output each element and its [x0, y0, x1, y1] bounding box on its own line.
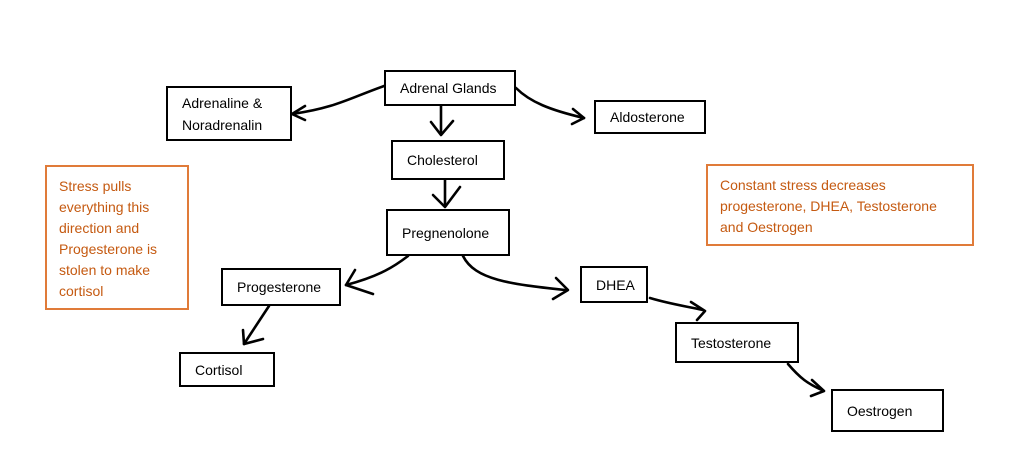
note-stress-pulls-text: Stress pulls everything this direction a…: [59, 178, 158, 299]
arrow-adrenal-to-aldosterone: [514, 86, 586, 120]
note-constant-stress: Constant stress decreases progesterone, …: [706, 164, 974, 246]
arrow-adrenal-to-aldosterone-head: [570, 107, 586, 126]
arrow-dhea-to-testosterone-head: [689, 300, 707, 322]
arrow-pregnenolone-to-progesterone-head: [344, 268, 375, 296]
node-adrenal-glands: Adrenal Glands: [384, 70, 516, 106]
arrow-progesterone-to-cortisol: [242, 304, 271, 346]
node-aldosterone: Aldosterone: [594, 100, 706, 134]
arrow-dhea-to-testosterone: [648, 296, 705, 312]
arrow-cholesterol-to-pregnenolone-head: [431, 185, 462, 209]
node-cortisol: Cortisol: [179, 352, 275, 387]
arrow-testosterone-to-oestrogen: [786, 362, 824, 392]
arrow-adrenal-to-adrenaline-head: [290, 104, 307, 122]
node-testosterone-label: Testosterone: [691, 334, 772, 351]
node-adrenaline-noradrenalin-label: Adrenaline & Noradrenalin: [182, 94, 263, 133]
arrow-pregnenolone-to-dhea-head: [551, 276, 570, 301]
node-progesterone: Progesterone: [221, 268, 341, 306]
node-adrenaline-noradrenalin: Adrenaline & Noradrenalin: [166, 86, 292, 141]
node-testosterone: Testosterone: [675, 322, 799, 363]
node-dhea-label: DHEA: [596, 276, 635, 293]
node-adrenal-glands-label: Adrenal Glands: [400, 80, 497, 96]
arrow-pregnenolone-to-dhea: [461, 254, 567, 292]
arrow-adrenal-to-cholesterol-head: [429, 119, 455, 137]
node-pregnenolone-label: Pregnenolone: [402, 224, 490, 241]
node-dhea: DHEA: [580, 266, 648, 303]
node-oestrogen-label: Oestrogen: [847, 402, 913, 419]
arrow-pregnenolone-to-progesterone: [344, 254, 410, 287]
node-pregnenolone: Pregnenolone: [386, 209, 510, 256]
node-cholesterol-label: Cholesterol: [407, 152, 478, 168]
note-stress-pulls: Stress pulls everything this direction a…: [45, 165, 189, 310]
node-cholesterol: Cholesterol: [391, 140, 505, 180]
node-oestrogen: Oestrogen: [831, 389, 944, 432]
node-cortisol-label: Cortisol: [195, 361, 243, 378]
node-aldosterone-label: Aldosterone: [610, 109, 685, 125]
note-constant-stress-text: Constant stress decreases progesterone, …: [720, 177, 937, 235]
arrow-adrenal-to-adrenaline: [290, 84, 386, 116]
arrow-testosterone-to-oestrogen-head: [809, 378, 826, 398]
arrow-progesterone-to-cortisol-head: [241, 328, 265, 346]
node-progesterone-label: Progesterone: [237, 279, 322, 295]
